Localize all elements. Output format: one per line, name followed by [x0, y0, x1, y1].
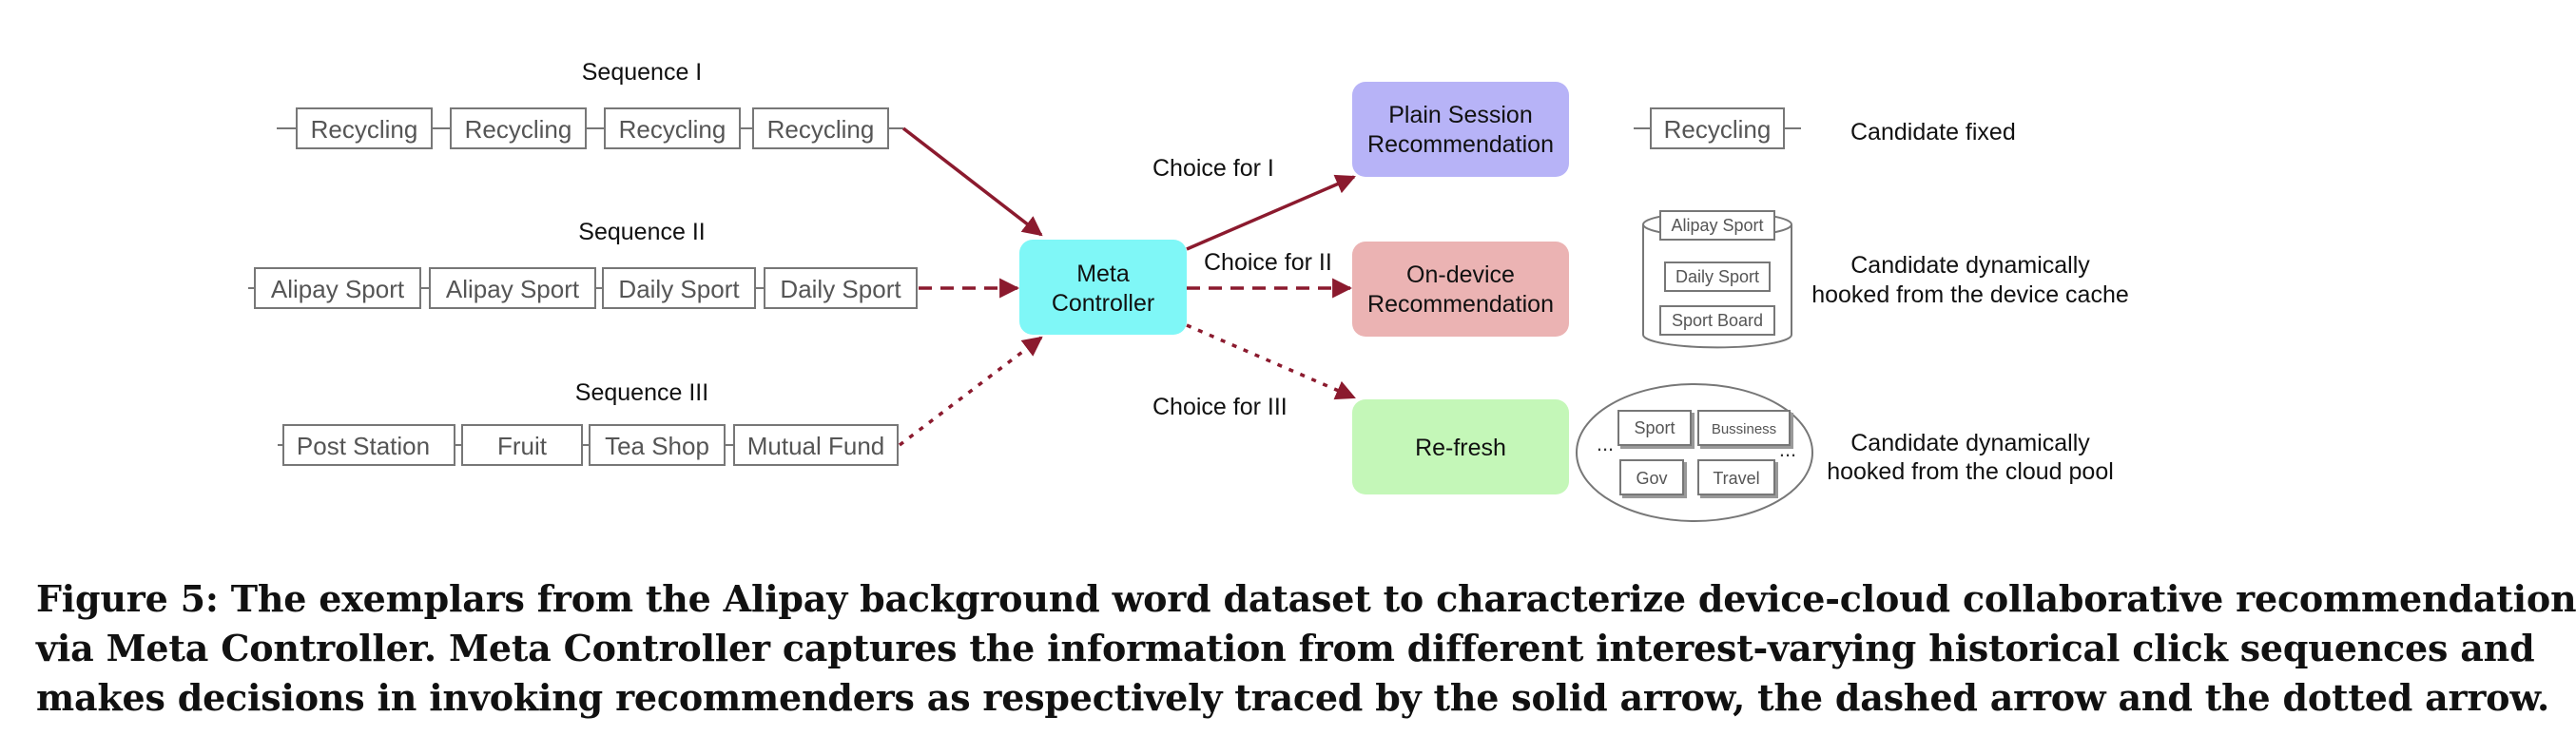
dotted-arrow-refresh — [1186, 323, 1356, 400]
sequence-item — [602, 267, 756, 309]
desc-cloud-1: Candidate dynamically — [1850, 430, 2090, 456]
sequence-1-title: Sequence I — [582, 59, 703, 86]
meta-controller-box — [1019, 240, 1187, 335]
sequence-item-label: Recycling — [619, 115, 726, 144]
sequence-item-label: Fruit — [497, 432, 548, 460]
sequence-item — [752, 107, 889, 149]
sequence-item-label: Daily Sport — [780, 275, 901, 303]
sequence-1 — [277, 107, 903, 149]
cache-item — [1659, 305, 1775, 336]
sequence-item-label: Tea Shop — [605, 432, 709, 460]
sequence-2 — [248, 267, 918, 309]
cache-item-label: Daily Sport — [1675, 267, 1759, 286]
cache-item-label: Alipay Sport — [1671, 216, 1763, 235]
cloud-item — [1617, 410, 1692, 446]
sequence-item — [429, 267, 596, 309]
caption-line-3: makes decisions in invoking recommenders… — [36, 676, 2550, 719]
sequence-item — [764, 267, 918, 309]
refresh-box — [1352, 399, 1569, 494]
cloud-item-label: Bussiness — [1712, 421, 1776, 437]
caption-line-2: via Meta Controller. Meta Controller cap… — [36, 627, 2535, 669]
cloud-item — [1619, 459, 1684, 495]
meta-controller-label-1: Meta — [1076, 261, 1130, 287]
dotted-arrow-seq3 — [898, 336, 1043, 447]
caption-line-1: Figure 5: The exemplars from the Alipay … — [36, 577, 2576, 620]
sequence-2-title: Sequence II — [578, 219, 705, 245]
solid-arrow-plain — [1186, 174, 1356, 251]
ondevice-label-1: On-device — [1406, 261, 1515, 288]
candidate-fixed-item-label: Recycling — [1664, 115, 1772, 144]
candidate-fixed — [1634, 107, 1801, 149]
sequence-item-label: Mutual Fund — [747, 432, 885, 460]
desc-fixed: Candidate fixed — [1850, 119, 2016, 145]
cloud-item-label: Gov — [1636, 469, 1667, 488]
cloud-item-label: Travel — [1713, 469, 1759, 488]
figure-diagram: Sequence I Sequence II Sequence III Recy… — [248, 59, 2129, 522]
desc-cloud-2: hooked from the cloud pool — [1827, 458, 2114, 485]
cloud-item-label: Sport — [1634, 418, 1675, 437]
sequence-item — [589, 424, 726, 466]
plain-label-2: Recommendation — [1367, 131, 1554, 158]
cloud-ellipsis-left: ... — [1597, 432, 1614, 455]
sequence-item — [733, 424, 899, 466]
choice-1-label: Choice for I — [1152, 155, 1274, 182]
meta-controller-label-2: Controller — [1052, 290, 1154, 317]
plain-session-box — [1352, 82, 1569, 177]
sequence-3-title: Sequence III — [575, 379, 708, 406]
cloud-ellipsis-right: ... — [1779, 437, 1796, 461]
sequence-item — [254, 267, 421, 309]
cache-item-label: Sport Board — [1672, 311, 1763, 330]
sequence-item-label: Recycling — [311, 115, 418, 144]
sequence-item-label: Alipay Sport — [271, 275, 405, 303]
solid-arrow-seq1 — [901, 126, 1043, 237]
sequence-item-label: Post Station — [297, 432, 430, 460]
desc-device-1: Candidate dynamically — [1850, 252, 2090, 279]
sequence-item — [282, 424, 455, 466]
cache-item — [1664, 261, 1771, 292]
cloud-item — [1697, 410, 1791, 446]
sequence-item-label: Recycling — [465, 115, 572, 144]
cache-item — [1659, 210, 1775, 241]
desc-device-2: hooked from the device cache — [1811, 281, 2129, 308]
sequence-3 — [278, 424, 899, 466]
candidate-fixed-item — [1650, 107, 1785, 149]
cloud-pool — [1576, 383, 1813, 522]
choice-2-label: Choice for II — [1204, 249, 1332, 276]
device-cache-cylinder — [1642, 210, 1792, 349]
cloud-item — [1697, 459, 1775, 495]
sequence-item-label: Alipay Sport — [446, 275, 580, 303]
sequence-item-label: Daily Sport — [618, 275, 740, 303]
ondevice-box — [1352, 242, 1569, 337]
figure-caption: Figure 5: The exemplars from the Alipay … — [36, 574, 2576, 723]
ondevice-label-2: Recommendation — [1367, 291, 1554, 318]
refresh-label: Re-fresh — [1415, 435, 1506, 461]
sequence-item — [604, 107, 741, 149]
choice-3-label: Choice for III — [1152, 394, 1288, 420]
plain-label-1: Plain Session — [1388, 102, 1532, 128]
sequence-item-label: Recycling — [767, 115, 875, 144]
